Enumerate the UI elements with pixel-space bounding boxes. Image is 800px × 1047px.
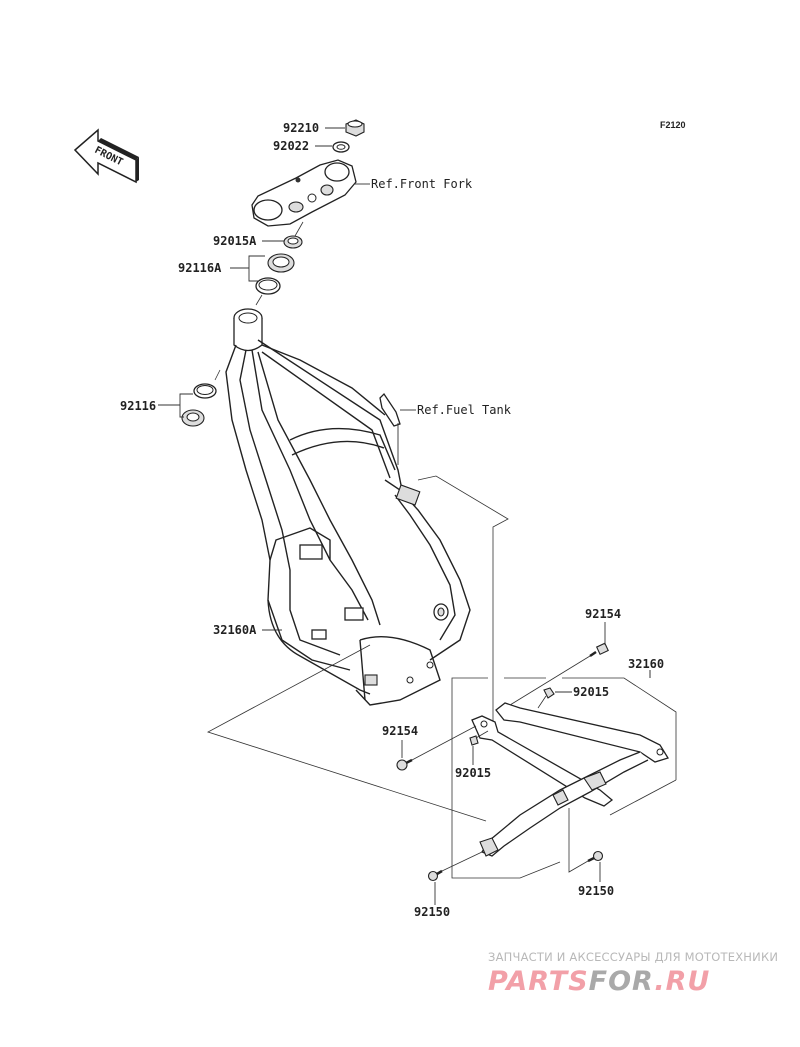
callout-92150-lower-right[interactable]: 92150 [578, 884, 614, 898]
part-92022-washer[interactable] [332, 141, 350, 153]
callout-92116[interactable]: 92116 [120, 399, 156, 413]
callout-92015-right[interactable]: 92015 [573, 685, 609, 699]
part-92015a-seal[interactable] [283, 235, 303, 249]
part-92210-nut[interactable] [345, 119, 365, 137]
part-92154-bolt-right[interactable] [589, 642, 609, 658]
ref-front-fork[interactable]: Ref.Front Fork [371, 177, 473, 191]
part-92154-bolt-left[interactable] [396, 758, 413, 771]
part-92150-bolt-lower-right[interactable] [587, 850, 604, 863]
watermark-logo-ru: .RU [654, 966, 711, 997]
part-92150-bolt-lower-left[interactable] [427, 869, 443, 882]
subframe-group-bracket [451, 677, 561, 879]
assembly-guide-upper [417, 475, 509, 725]
part-92116a-bearing[interactable] [255, 253, 295, 295]
part-92015-collar-right[interactable] [543, 687, 555, 699]
front-direction-arrow-icon: FRONT [73, 128, 139, 184]
watermark-logo-for: FOR [588, 966, 655, 997]
callout-32160a[interactable]: 32160A [213, 623, 257, 637]
part-steering-stem-head[interactable] [251, 159, 357, 227]
callout-92015a[interactable]: 92015A [213, 234, 257, 248]
watermark-logo: PARTSFOR.RU [488, 966, 710, 997]
callout-92015-left[interactable]: 92015 [455, 766, 491, 780]
callout-92154-left[interactable]: 92154 [382, 724, 418, 738]
watermark-logo-parts: PARTS [488, 966, 589, 997]
callout-92210[interactable]: 92210 [283, 121, 319, 135]
part-32160a-frame[interactable] [225, 308, 471, 706]
callout-92116a[interactable]: 92116A [178, 261, 222, 275]
part-32160-subframe[interactable] [471, 702, 669, 857]
callout-92150-lower-left[interactable]: 92150 [414, 905, 450, 919]
callout-92022[interactable]: 92022 [273, 139, 309, 153]
watermark-tagline: ЗАПЧАСТИ И АКСЕССУАРЫ ДЛЯ МОТОТЕХНИКИ [488, 950, 779, 964]
callout-32160[interactable]: 32160 [628, 657, 664, 671]
diagram-code: F2120 [660, 120, 686, 130]
assembly-guide-lower [206, 644, 487, 822]
ref-fuel-tank[interactable]: Ref.Fuel Tank [417, 403, 512, 417]
callout-92154-right[interactable]: 92154 [585, 607, 621, 621]
part-92015-collar-left[interactable] [469, 735, 479, 746]
part-92116-bearing[interactable] [181, 383, 217, 427]
